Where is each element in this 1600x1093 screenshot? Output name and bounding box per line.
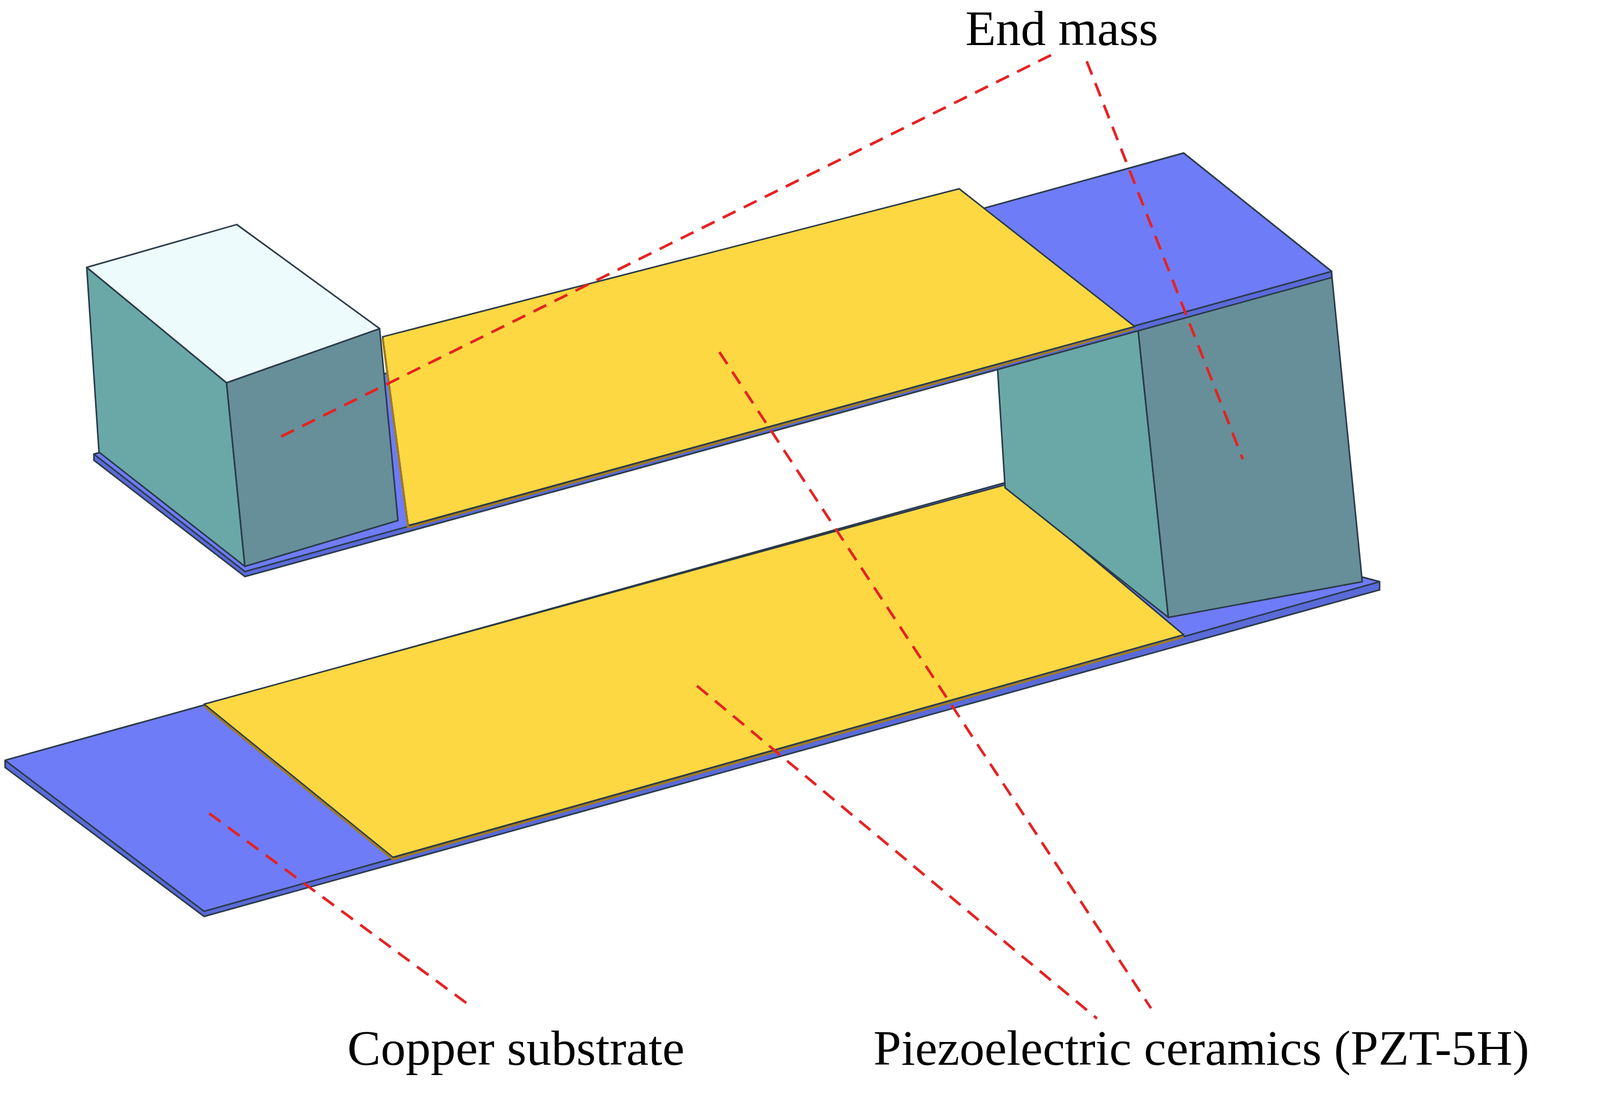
- right-mass-front: [1137, 273, 1363, 618]
- leader-lines: [209, 54, 1243, 1019]
- part-label: Copper substrate: [347, 1021, 685, 1076]
- part-label: Piezoelectric ceramics (PZT-5H): [873, 1021, 1529, 1076]
- upper-piezo: [382, 189, 1136, 526]
- left-mass-top: [86, 224, 380, 383]
- upper-substrate-edge: [93, 153, 1332, 577]
- part-label: End mass: [965, 1, 1158, 56]
